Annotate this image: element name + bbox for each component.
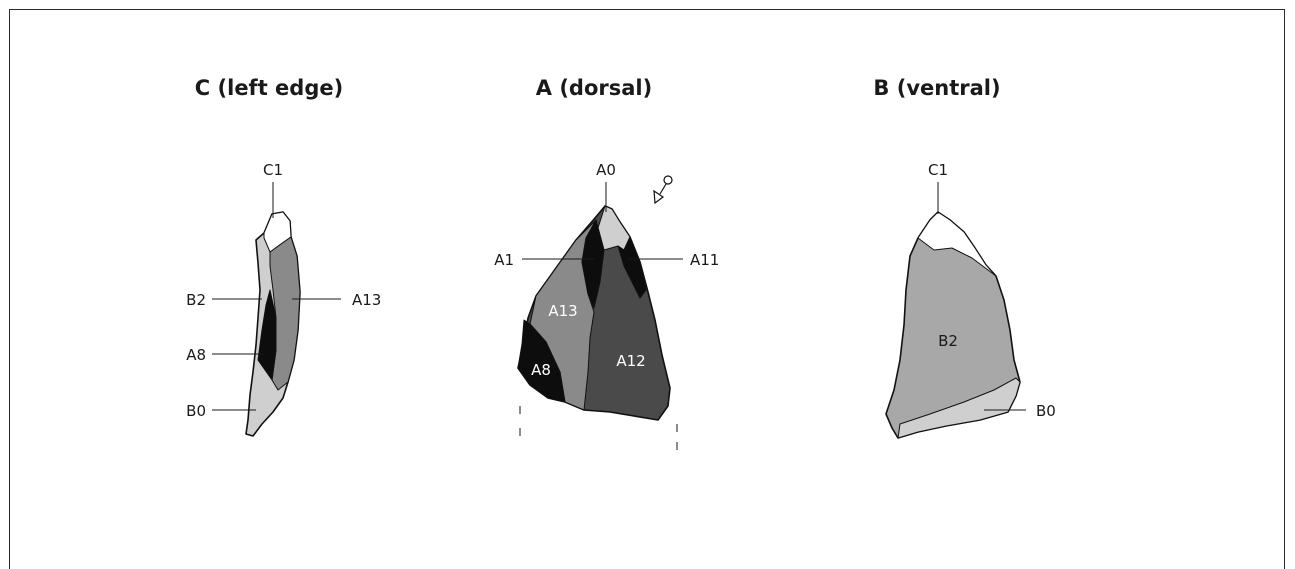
label-a0: A0 [596,161,616,179]
label-a13-left: A13 [352,291,381,309]
left-edge-a13-area [269,236,301,391]
label-a8-dorsal: A8 [531,361,551,379]
label-b2-right: B2 [938,332,958,350]
label-b0-right: B0 [1036,402,1056,420]
panel-dorsal: A (dorsal) A0 A1 A11 A13 A12 A [494,76,719,450]
dorsal-a11-area [617,236,647,299]
dorsal-a1-area [581,219,605,309]
dorsal-a0-area [597,205,631,251]
label-a1: A1 [494,251,514,269]
panel-title-left-edge: C (left edge) [195,76,343,100]
orientation-arrow-icon [653,175,673,205]
label-c1-left: C1 [263,161,283,179]
label-b0-left: B0 [186,402,206,420]
panel-title-dorsal: A (dorsal) [536,76,652,100]
dorsal-a8-area [517,319,566,403]
panel-title-ventral: B (ventral) [873,76,1000,100]
left-edge-a8-area [257,289,277,381]
label-b2-left: B2 [186,291,206,309]
label-a12: A12 [616,352,645,370]
panel-ventral: B (ventral) C1 B2 B0 [873,76,1056,439]
label-c1-right: C1 [928,161,948,179]
label-a13-dorsal: A13 [548,302,577,320]
label-a11: A11 [690,251,719,269]
panel-left-edge: C (left edge) C1 B2 A13 A8 B0 [186,76,381,437]
ventral-b0-area [897,377,1021,439]
label-a8-left: A8 [186,346,206,364]
figure-frame [9,9,1285,569]
ventral-c1-area [917,211,997,277]
